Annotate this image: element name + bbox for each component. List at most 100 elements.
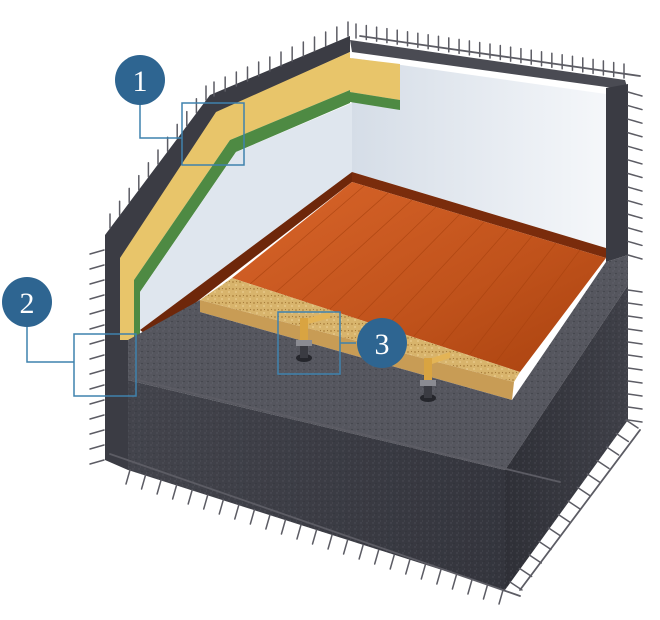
rebar-stub xyxy=(89,264,105,270)
rebar-stub xyxy=(627,328,643,332)
rebar-stub xyxy=(389,554,395,570)
rebar-stub xyxy=(627,159,643,165)
rebar-bar xyxy=(137,379,561,483)
rebar-stub xyxy=(280,519,287,535)
rebar-stub xyxy=(202,494,209,510)
skirting-left xyxy=(140,172,352,338)
rebar-stub xyxy=(576,486,591,497)
rebar-group xyxy=(89,21,643,605)
rebar-stub xyxy=(89,429,105,435)
rebar-stub xyxy=(627,406,643,410)
rebar-stub xyxy=(627,289,643,293)
callout-3-label: 3 xyxy=(375,328,390,361)
rebar-stub xyxy=(627,186,643,192)
rebar-stub xyxy=(156,479,162,495)
rebar-stub xyxy=(89,459,105,465)
wood-floor xyxy=(232,182,606,372)
rebar-stub xyxy=(89,324,105,330)
back-wall-plaster xyxy=(352,58,606,248)
rebar-bar xyxy=(109,453,521,597)
rebar-bar xyxy=(519,429,641,591)
rebar-stub xyxy=(171,484,178,500)
left-wall-membrane xyxy=(134,90,350,340)
rebar-stub xyxy=(89,279,105,285)
rebar-stub xyxy=(547,527,562,537)
rebar-stub xyxy=(538,540,552,551)
callout-1-leader xyxy=(139,100,182,139)
rebar-stub xyxy=(557,513,572,524)
rebar-stub xyxy=(89,414,105,420)
callout-1-marker xyxy=(115,55,165,105)
rebar-stub xyxy=(265,514,271,530)
rebar-stub xyxy=(627,254,643,260)
joist-support-left xyxy=(296,312,330,362)
rebar-stub xyxy=(234,504,240,520)
rebar-stub xyxy=(498,589,504,605)
rebar-stub xyxy=(586,473,601,483)
callout-1-label: 1 xyxy=(133,65,148,98)
callout-3-marker xyxy=(357,318,407,368)
rebar-stub xyxy=(627,104,643,111)
rebar-stub xyxy=(125,469,131,485)
rebar-stub xyxy=(627,380,643,384)
rebar-stub xyxy=(373,549,380,565)
rebar-stub xyxy=(187,489,193,505)
callout-2-label: 2 xyxy=(20,287,35,320)
callout-1-box xyxy=(181,102,245,166)
slab-side-texture xyxy=(505,285,628,590)
rebar-stub xyxy=(89,399,105,405)
back-wall-insulation xyxy=(350,58,400,100)
rebar-stub xyxy=(615,432,630,443)
slab-front-texture xyxy=(128,380,505,590)
rebar-stub xyxy=(140,474,147,490)
rebar-stub xyxy=(627,393,643,397)
rebar-stub xyxy=(625,419,639,429)
wood-floor-boards xyxy=(249,185,581,363)
back-wall-concrete xyxy=(606,84,628,262)
rebar-stub xyxy=(420,564,427,580)
left-wall-insulation xyxy=(120,52,350,340)
left-wall-plaster xyxy=(140,103,352,330)
rebar-stub xyxy=(89,384,105,390)
rebar-stub xyxy=(296,524,302,540)
rebar-stub xyxy=(627,302,643,306)
callout-3: 3 xyxy=(277,311,407,375)
rebar-bar xyxy=(359,35,641,77)
rebar-stub xyxy=(405,559,411,575)
rebar-stub xyxy=(627,199,643,206)
rebar-stub xyxy=(482,584,489,600)
rebar-stub xyxy=(627,341,643,345)
rebar-stub xyxy=(451,574,458,590)
rebar-stub xyxy=(627,91,643,97)
callout-2-marker xyxy=(2,277,52,327)
rebar-stub xyxy=(567,500,581,510)
back-wall-membrane xyxy=(350,92,400,110)
rebar-stub xyxy=(627,132,643,138)
rebar-stub xyxy=(89,369,105,375)
back-wall xyxy=(350,40,628,262)
rebar-stub xyxy=(605,446,620,456)
rebar-stub xyxy=(249,509,256,525)
rebar-stub xyxy=(627,315,643,319)
rebar-stub xyxy=(89,294,105,300)
callout-1: 1 xyxy=(115,55,245,166)
rebar-stub xyxy=(627,240,643,247)
rebar-stub xyxy=(627,172,643,179)
rebar-stub xyxy=(89,444,105,450)
rebar-stub xyxy=(89,354,105,360)
rebar-stub xyxy=(627,367,643,371)
rebar-stub xyxy=(596,459,610,470)
joist-support-right xyxy=(420,352,450,402)
rebar-stub xyxy=(627,354,643,358)
rebar-stub xyxy=(627,419,643,423)
callout-2-box xyxy=(73,333,137,397)
skirting-back xyxy=(352,172,606,258)
back-wall-concrete-top xyxy=(350,40,628,90)
rebar-stub xyxy=(218,499,224,515)
rebar-stub xyxy=(89,339,105,345)
rebar-stub xyxy=(627,227,643,233)
rebar-stub xyxy=(327,534,333,550)
rebar-stub xyxy=(518,567,533,578)
callout-2-leader xyxy=(26,325,74,363)
